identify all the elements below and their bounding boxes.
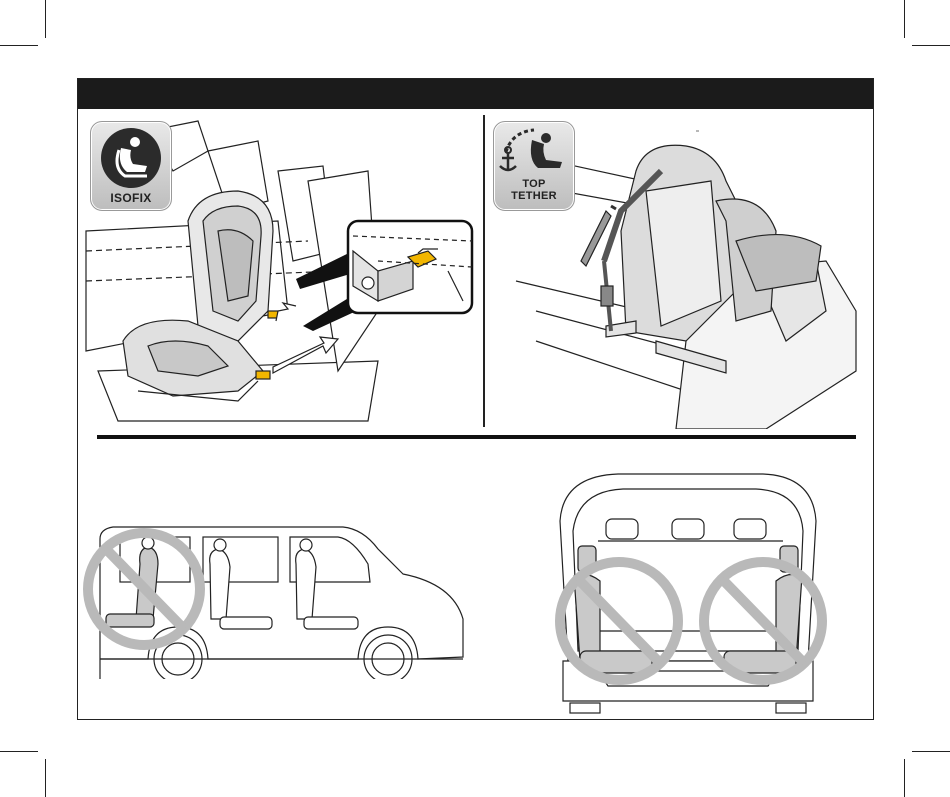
crop-mark-bottom-right-v bbox=[904, 759, 905, 797]
child-seat-icon bbox=[101, 128, 161, 188]
top-tether-label-line1: TOP bbox=[494, 178, 574, 190]
crop-mark-bottom-left-h bbox=[0, 751, 38, 752]
vehicle-side-view bbox=[78, 509, 478, 679]
vehicle-side-drawing bbox=[78, 509, 478, 679]
top-tether-label: TOP TETHER bbox=[494, 178, 574, 202]
crop-mark-bottom-left-v bbox=[45, 759, 46, 797]
top-tether-label-line2: TETHER bbox=[494, 190, 574, 202]
top-tether-badge: TOP TETHER bbox=[493, 121, 575, 211]
child-seat-icon-glyph bbox=[101, 128, 161, 188]
crop-mark-top-left-h bbox=[0, 45, 38, 46]
isofix-label: ISOFIX bbox=[91, 191, 171, 205]
vehicle-rear-drawing bbox=[538, 471, 838, 716]
header-bar bbox=[78, 79, 873, 109]
anchor-child-seat-icon bbox=[494, 122, 574, 182]
vertical-divider bbox=[483, 115, 485, 427]
vehicle-rear-view bbox=[538, 471, 838, 716]
horizontal-divider bbox=[97, 435, 856, 439]
isofix-illustration: ISOFIX bbox=[78, 111, 482, 429]
crop-mark-top-right-v bbox=[904, 0, 905, 38]
instruction-frame: ISOFIX bbox=[77, 78, 874, 720]
crop-mark-bottom-right-h bbox=[912, 751, 950, 752]
top-tether-illustration: TOP TETHER bbox=[486, 111, 871, 429]
crop-mark-top-right-h bbox=[912, 45, 950, 46]
crop-mark-top-left-v bbox=[45, 0, 46, 38]
isofix-badge: ISOFIX bbox=[90, 121, 172, 211]
